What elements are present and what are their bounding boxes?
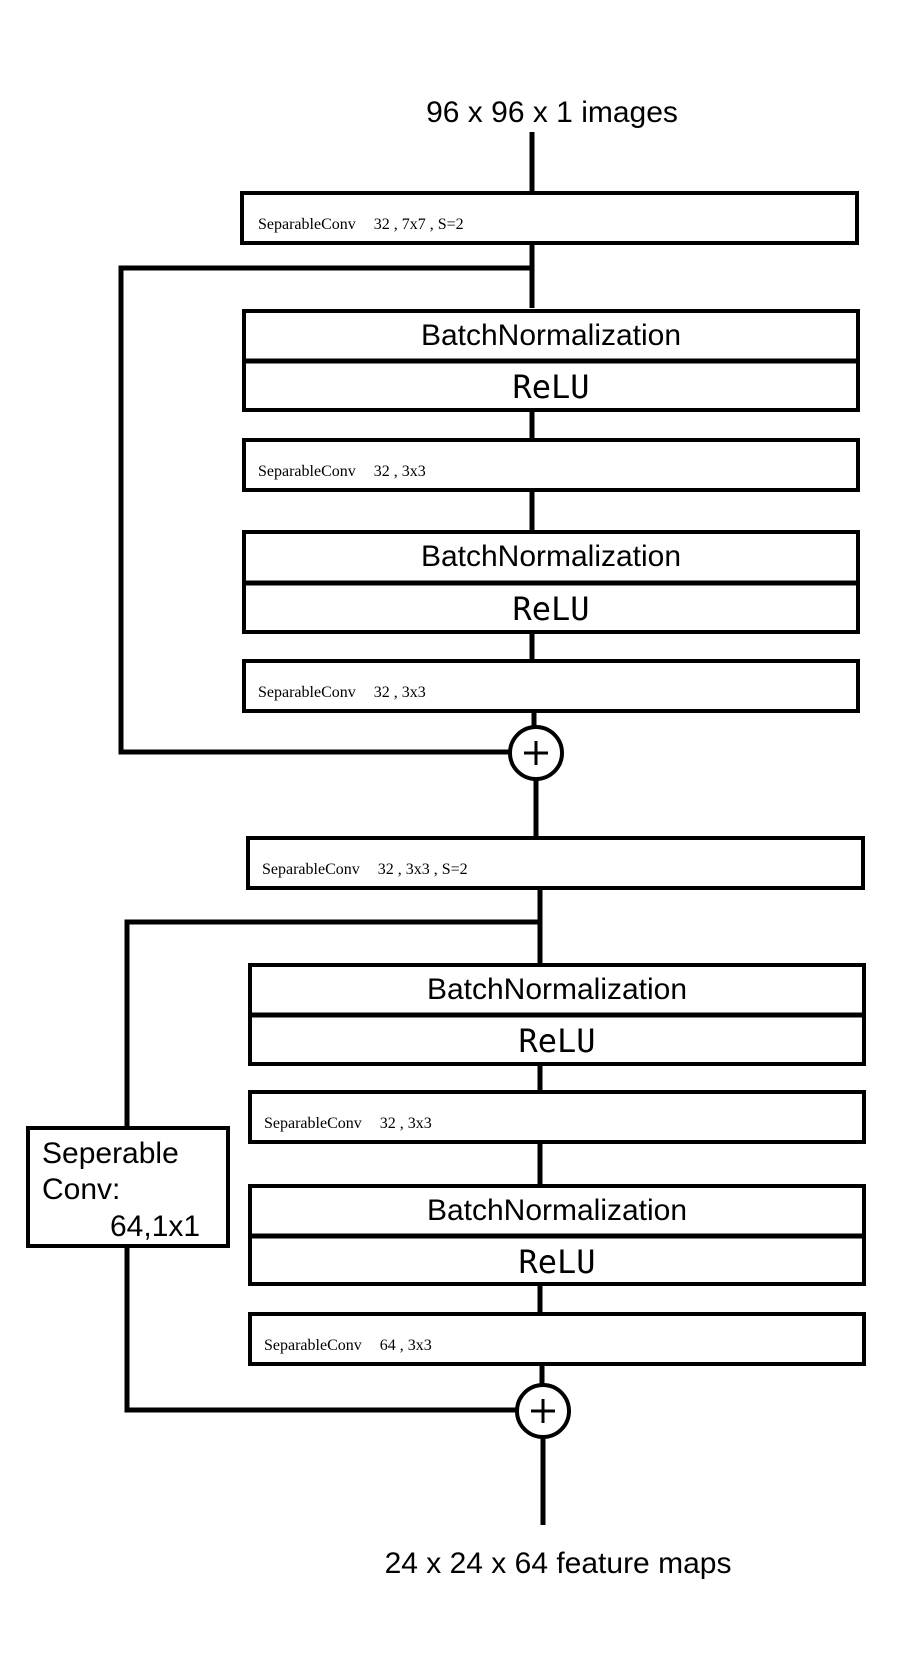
block1-separableconv-2: SeparableConv 32 , 3x3 [242, 659, 860, 713]
input-label: 96 x 96 x 1 images [426, 96, 678, 129]
block2-separableconv-2: SeparableConv 64 , 3x3 [248, 1312, 866, 1366]
shortcut-conv-line1: Seperable [42, 1137, 179, 1170]
block2-bn-relu-2: BatchNormalization ReLU [248, 1184, 866, 1286]
block1-skip-connection [118, 265, 532, 755]
downsample-separableconv: SeparableConv 32 , 3x3 , S=2 [246, 836, 865, 890]
block1-conv1-params: 32 , 3x3 [374, 463, 426, 480]
block2-shortcut-bottom [124, 1246, 516, 1413]
block1-bn-relu-1: BatchNormalization ReLU [242, 309, 860, 412]
block1-conv2-name: SeparableConv [258, 684, 356, 701]
block2-batchnorm-1: BatchNormalization [427, 973, 687, 1006]
svg-text:SeparableConv 64 , 3x3: SeparableConv 64 , 3x3 [264, 1337, 432, 1354]
svg-text:SeparableConv 32 , 3x3: SeparableConv 32 , 3x3 [264, 1115, 432, 1132]
block2-shortcut-top [124, 919, 540, 1128]
connections [118, 132, 546, 1525]
svg-text:SeparableConv 32 , 3x3 ,: SeparableConv 32 , 3x3 , S=2 [262, 861, 468, 878]
block2-bn-relu-1: BatchNormalization ReLU [248, 963, 866, 1066]
stem-conv-params: 32 , 7x7 , S=2 [374, 216, 464, 233]
output-label: 24 x 24 x 64 feature maps [385, 1547, 732, 1580]
block2-relu-2: ReLU [518, 1243, 595, 1281]
shortcut-separableconv: Seperable Conv: 64,1x1 [26, 1126, 230, 1248]
block2: BatchNormalization ReLU SeparableConv 32… [248, 963, 866, 1366]
svg-text:SeparableConv 32 , 3x3: SeparableConv 32 , 3x3 [258, 684, 426, 701]
add-node-2 [515, 1383, 571, 1439]
svg-text:SeparableConv 32 , 3x3: SeparableConv 32 , 3x3 [258, 463, 426, 480]
downsample-conv-params: 32 , 3x3 , S=2 [378, 861, 468, 878]
block2-separableconv-1: SeparableConv 32 , 3x3 [248, 1090, 866, 1144]
stem-separableconv: SeparableConv 32 , 7x7 , S=2 [240, 191, 859, 245]
block1-relu-1: ReLU [512, 368, 589, 406]
shortcut-conv-line2: Conv: [42, 1173, 120, 1206]
downsample-conv-name: SeparableConv [262, 861, 360, 878]
block2-relu-1: ReLU [518, 1022, 595, 1060]
block2-batchnorm-2: BatchNormalization [427, 1194, 687, 1227]
add-node-1 [508, 725, 564, 781]
shortcut-conv-line3: 64,1x1 [110, 1210, 200, 1243]
block2-conv1-name: SeparableConv [264, 1115, 362, 1132]
block2-conv2-name: SeparableConv [264, 1337, 362, 1354]
block1-batchnorm-1: BatchNormalization [421, 319, 681, 352]
block1-bn-relu-2: BatchNormalization ReLU [242, 530, 860, 634]
svg-text:SeparableConv 32 , 7x7: SeparableConv 32 , 7x7 , S=2 [258, 216, 464, 233]
block1-separableconv-1: SeparableConv 32 , 3x3 [242, 438, 860, 492]
block2-conv2-params: 64 , 3x3 [380, 1337, 432, 1354]
block1-relu-2: ReLU [512, 590, 589, 628]
block1-conv1-name: SeparableConv [258, 463, 356, 480]
block1-conv2-params: 32 , 3x3 [374, 684, 426, 701]
block1: BatchNormalization ReLU SeparableConv 32… [242, 309, 860, 713]
block1-batchnorm-2: BatchNormalization [421, 540, 681, 573]
block2-conv1-params: 32 , 3x3 [380, 1115, 432, 1132]
stem-conv-name: SeparableConv [258, 216, 356, 233]
